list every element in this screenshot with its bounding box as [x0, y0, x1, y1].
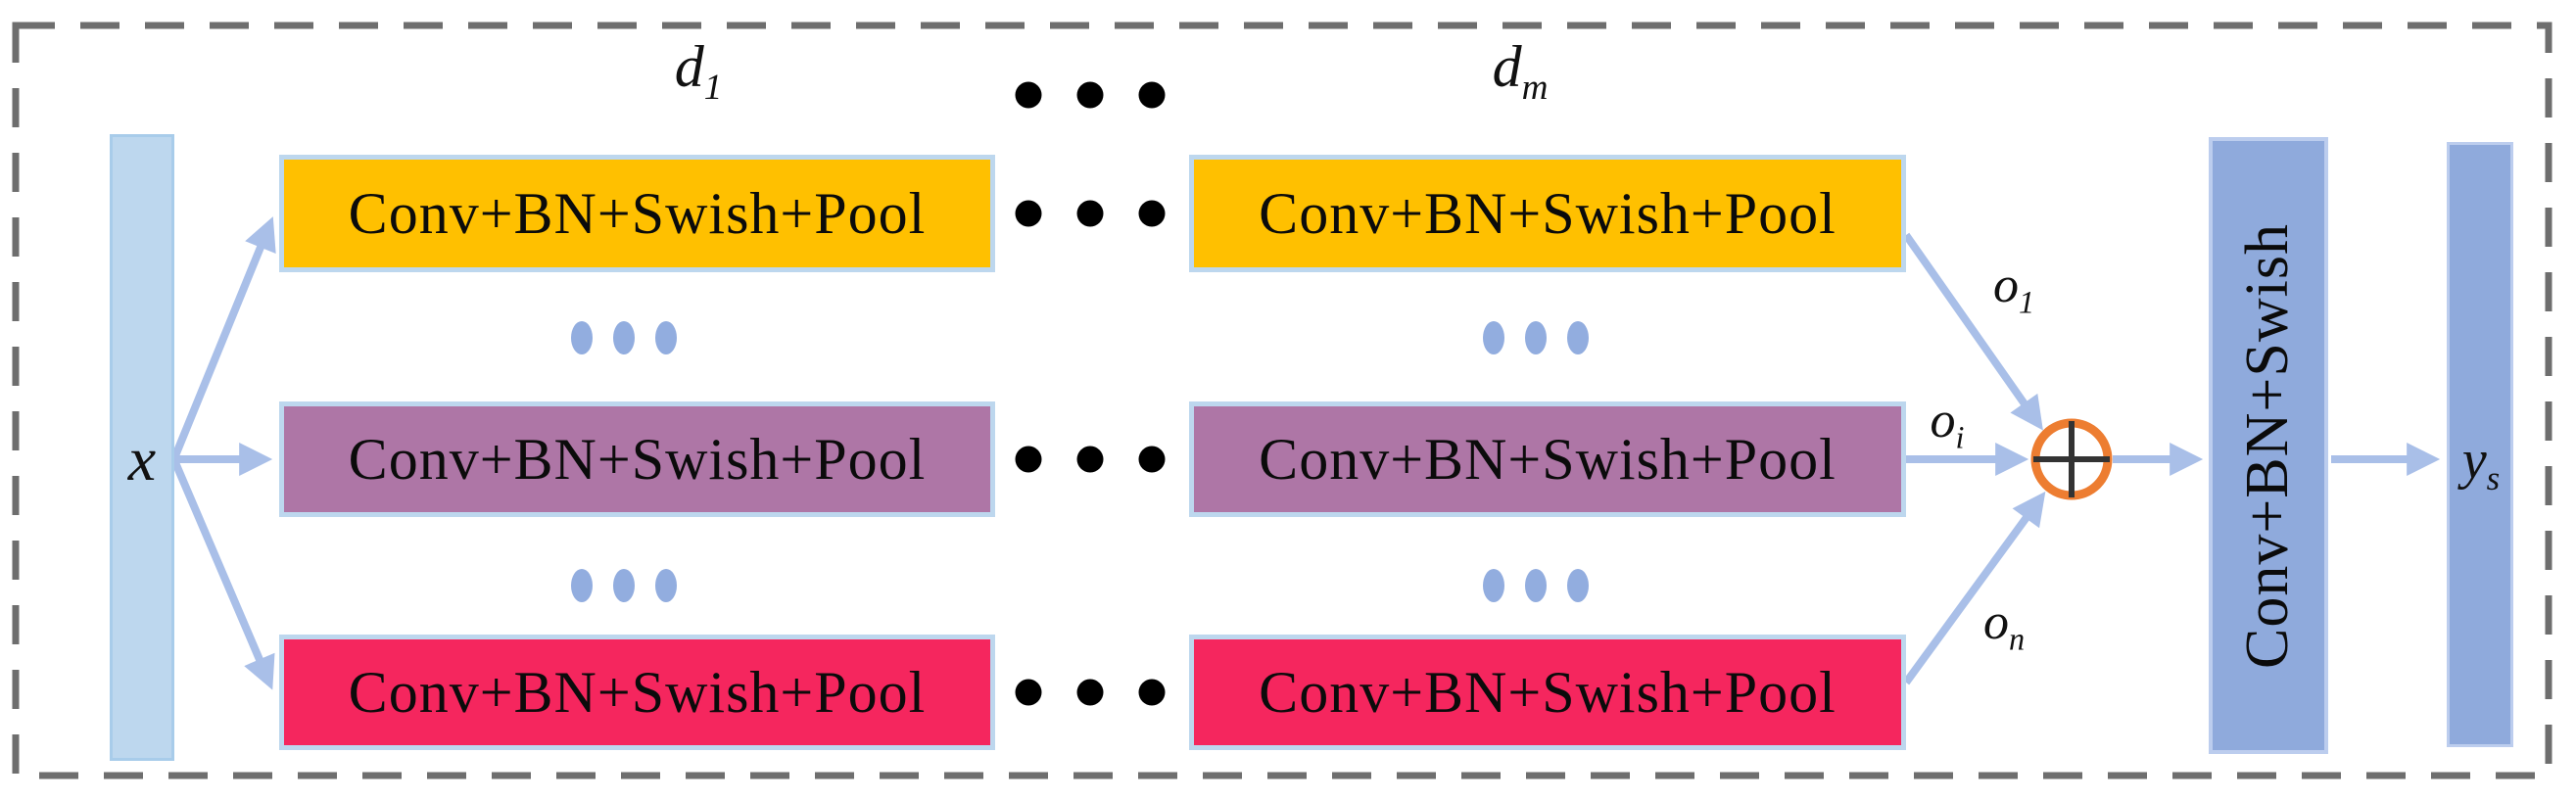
- ys-base: y: [2461, 430, 2487, 491]
- depth-label-d1: d1: [635, 33, 762, 109]
- conv-bn-swish-pool-block-branchi-col2: Conv+BN+Swish+Pool: [1189, 401, 1906, 517]
- fusion-conv-bn-swish-block: Conv+BN+Swish: [2209, 137, 2328, 754]
- branch-output-label-on: on: [1950, 593, 2058, 657]
- conv-bn-swish-pool-block-branch1-col2: Conv+BN+Swish+Pool: [1189, 155, 1906, 272]
- o1-base: o: [1992, 258, 2019, 313]
- fusion-block-label: Conv+BN+Swish: [2234, 222, 2302, 669]
- output-feature-bar: [2447, 142, 2513, 747]
- on-sub: n: [2008, 621, 2026, 657]
- depth-label-dm-base: d: [1492, 34, 1522, 99]
- on-base: o: [1982, 594, 2009, 650]
- conv-bn-swish-pool-block-branchn-col2: Conv+BN+Swish+Pool: [1189, 635, 1906, 750]
- blue-ellipsis-dots: [571, 321, 1589, 602]
- depth-label-dm-sub: m: [1521, 68, 1549, 108]
- depth-label-d1-sub: 1: [703, 68, 723, 108]
- black-ellipsis-dots: [1015, 81, 1166, 706]
- input-label: x: [127, 424, 157, 494]
- arrow-x-to-branch-n: [170, 458, 275, 690]
- branch-output-label-o1: o1: [1960, 257, 2068, 320]
- output-label: ys: [2435, 429, 2527, 498]
- oi-sub: i: [1955, 419, 1965, 455]
- depth-label-d1-base: d: [674, 34, 704, 99]
- conv-bn-swish-pool-block-branchn-col1: Conv+BN+Swish+Pool: [279, 635, 995, 750]
- depth-label-dm: dm: [1456, 33, 1584, 109]
- arrow-o1-to-sum: [1902, 232, 2043, 431]
- ys-sub: s: [2486, 459, 2501, 498]
- sum-node-circle-plus-icon: [2030, 418, 2113, 500]
- input-feature-bar: [110, 134, 174, 761]
- conv-bn-swish-pool-block-branchi-col1: Conv+BN+Swish+Pool: [279, 401, 995, 517]
- arrow-x-to-branch1: [170, 216, 276, 460]
- o1-sub: 1: [2018, 284, 2035, 320]
- conv-bn-swish-pool-block-branch1-col1: Conv+BN+Swish+Pool: [279, 155, 995, 272]
- branch-output-label-oi: oi: [1893, 392, 2001, 455]
- oi-base: o: [1930, 393, 1956, 448]
- diagram-border: [12, 22, 2552, 779]
- arrow-on-to-sum: [1902, 491, 2046, 685]
